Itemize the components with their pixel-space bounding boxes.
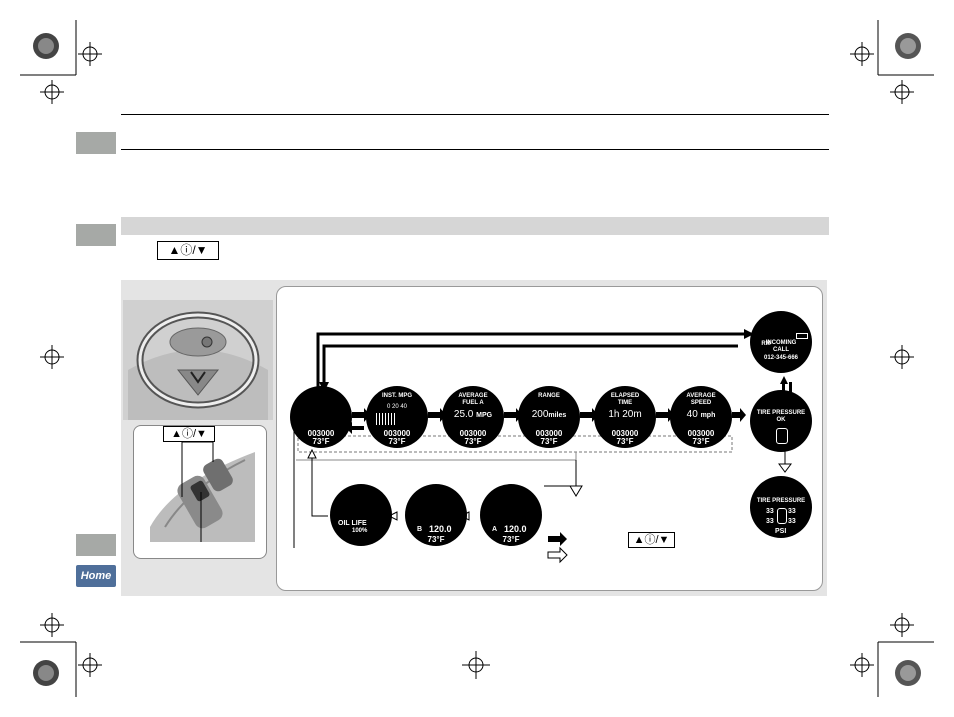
- range-unit: miles: [548, 412, 567, 419]
- display-elapsed-time: ELAPSED TIME 1h 20m 003000 73°F: [594, 386, 656, 448]
- display-blank: 003000 73°F: [290, 386, 352, 448]
- home-button[interactable]: Home: [76, 565, 116, 587]
- display-range: RANGE 200miles 003000 73°F: [518, 386, 580, 448]
- section-heading-band: [121, 217, 829, 235]
- section-tab[interactable]: [76, 224, 116, 246]
- index-tab[interactable]: [76, 534, 116, 556]
- display-title: TIRE PRESSURE: [756, 498, 806, 504]
- display-title: RANGE: [538, 393, 560, 399]
- pressure-unit: PSI: [775, 528, 787, 535]
- header-rule-top: [121, 114, 829, 115]
- display-title-1: ELAPSED: [610, 393, 640, 399]
- odometer: 003000: [459, 429, 487, 438]
- mpg-bar-graph: [376, 413, 396, 425]
- display-tire-pressure-psi: TIRE PRESSURE 33 33 33 33 PSI: [750, 476, 812, 538]
- car-outline-icon: [776, 428, 788, 444]
- trip-value: 120.0: [504, 524, 527, 534]
- trip-label: A: [492, 526, 498, 533]
- display-trip-a: A 120.0 73°F: [480, 484, 542, 546]
- caller-number: 012-345-666: [763, 355, 799, 361]
- call-line-2: CALL: [773, 347, 789, 353]
- odometer: 003000: [383, 429, 411, 438]
- display-title-1: AVERAGE: [686, 393, 716, 399]
- registration-target-icons: [40, 42, 914, 679]
- outside-temp: 73°F: [692, 437, 710, 446]
- display-title: TIRE PRESSURE: [756, 410, 806, 416]
- odometer: 003000: [611, 429, 639, 438]
- outside-temp: 73°F: [616, 437, 634, 446]
- oil-value: 100%: [352, 528, 368, 534]
- display-tire-pressure-ok: TIRE PRESSURE OK: [750, 390, 812, 452]
- chapter-tab[interactable]: [76, 132, 116, 154]
- mpg-scale: 0 20 40: [386, 404, 408, 410]
- steering-wheel-illustration: [123, 300, 273, 420]
- range-value: 200: [531, 409, 549, 420]
- tire-fr: 33: [788, 508, 796, 515]
- display-title-1: AVERAGE: [458, 393, 488, 399]
- outside-temp: 73°F: [427, 535, 445, 544]
- elapsed-value: 1h 20m: [608, 409, 642, 420]
- display-title: INST. MPG: [381, 393, 412, 399]
- display-title-2: SPEED: [690, 400, 712, 406]
- outside-temp: 73°F: [502, 535, 520, 544]
- trip-value: 120.0: [429, 524, 452, 534]
- display-average-fuel: AVERAGE FUEL A 25.0 MPG 003000 73°F: [442, 386, 504, 448]
- tire-status: OK: [776, 417, 786, 423]
- outside-temp: 73°F: [540, 437, 558, 446]
- tire-rl: 33: [766, 518, 774, 525]
- display-oil-life: OIL LIFE 100%: [330, 484, 392, 546]
- odometer: 003000: [687, 429, 715, 438]
- battery-icon: [796, 333, 808, 339]
- display-trip-b: B 120.0 73°F: [405, 484, 467, 546]
- odometer: 003000: [307, 429, 335, 438]
- speed-unit: mph: [700, 412, 716, 419]
- display-average-speed: AVERAGE SPEED 40 mph 003000 73°F: [670, 386, 732, 448]
- flow-arrows: [293, 329, 792, 564]
- display-incoming-call: RM INCOMING CALL 012-345-666: [750, 311, 812, 373]
- tire-fl: 33: [766, 508, 774, 515]
- odometer: 003000: [535, 429, 563, 438]
- call-line-1: INCOMING: [765, 340, 797, 346]
- display-title-2: TIME: [617, 400, 633, 406]
- outside-temp: 73°F: [464, 437, 482, 446]
- fuel-unit: MPG: [476, 412, 493, 419]
- steering-control-closeup: [150, 442, 255, 542]
- header-rule-bottom: [121, 149, 829, 150]
- oil-title: OIL LIFE: [338, 520, 367, 527]
- trip-label: B: [417, 526, 423, 533]
- fuel-value: 25.0: [453, 409, 474, 420]
- display-title-2: FUEL A: [462, 400, 484, 406]
- tire-rr: 33: [788, 518, 796, 525]
- color-target-icons: [33, 33, 921, 686]
- info-button-glyph: ▲ⓘ/▼: [157, 241, 219, 260]
- speed-value: 40: [686, 409, 698, 420]
- inset-button-glyph: ▲ⓘ/▼: [163, 426, 215, 442]
- car-outline-icon: [777, 508, 787, 524]
- signal-band: RM: [761, 341, 771, 347]
- outside-temp: 73°F: [388, 437, 406, 446]
- display-inst-mpg: INST. MPG 0 20 40 003000 73°F: [366, 386, 428, 448]
- legend-button-glyph: ▲ⓘ/▼: [628, 532, 675, 548]
- outside-temp: 73°F: [312, 437, 330, 446]
